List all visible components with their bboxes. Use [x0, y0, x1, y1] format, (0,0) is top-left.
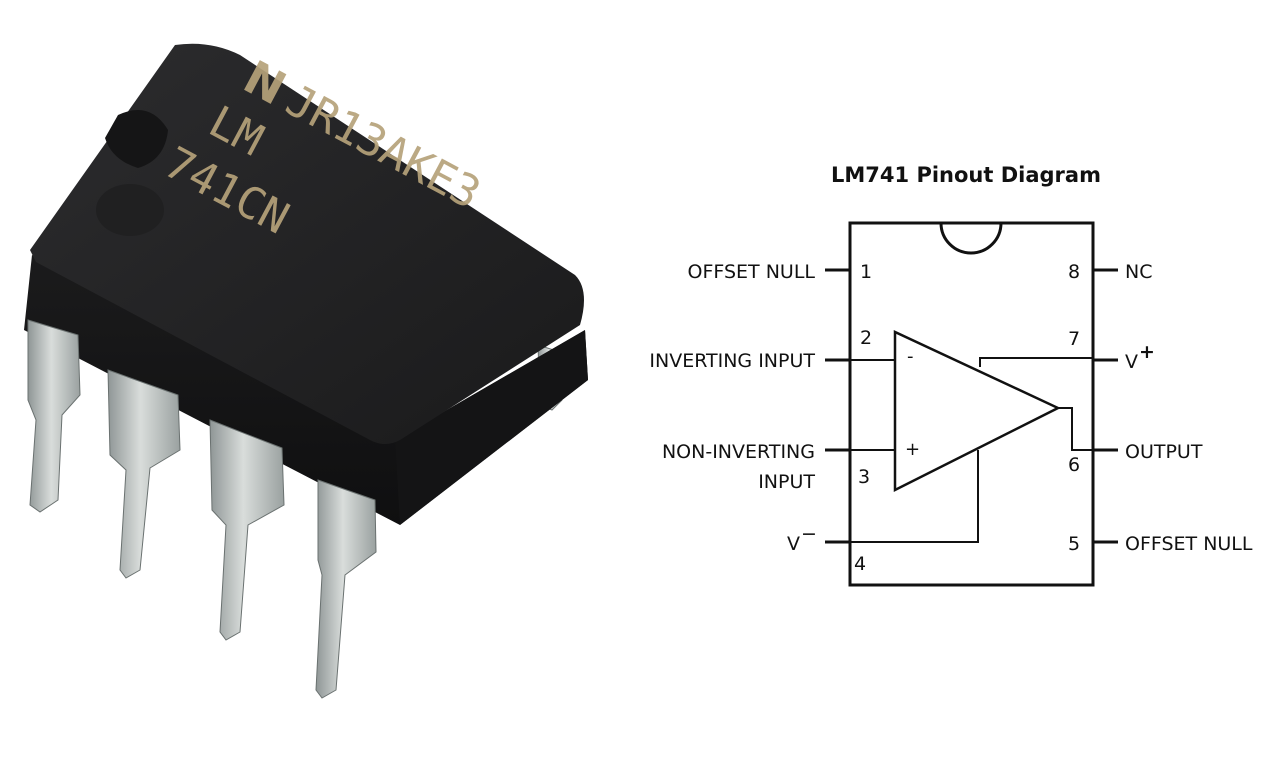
wire-vplus [979, 357, 1093, 367]
pin-label-3-line-2: INPUT [758, 471, 815, 493]
front-pin-1 [27, 319, 81, 513]
pin-number-3: 3 [858, 466, 870, 488]
pin-label-1: OFFSET NULL [688, 261, 816, 283]
pin-label-5: OFFSET NULL [1125, 533, 1253, 555]
pin-label-2: INVERTING INPUT [649, 350, 815, 372]
front-pins [27, 319, 377, 699]
diagram-title: LM741 Pinout Diagram [831, 163, 1101, 187]
pin-number-7: 7 [1068, 328, 1080, 350]
pin1-dimple [96, 184, 164, 236]
pin-number-4: 4 [854, 553, 866, 575]
pin-label-7-superscript: + [1139, 341, 1155, 363]
front-pin-3 [209, 419, 285, 641]
pin-number-1: 1 [860, 261, 872, 283]
package-outline [848, 221, 1095, 587]
pinout-diagram: LM741 Pinout Diagram - + 1 2 3 4 8 7 6 5 [649, 163, 1253, 587]
pin-number-6: 6 [1068, 454, 1080, 476]
wire-output [1058, 407, 1093, 451]
pin-label-4-superscript: − [801, 523, 817, 545]
pin-label-3-line-1: NON-INVERTING [662, 441, 815, 463]
ic-photo: N JR13AKE3 LM 741CN [24, 43, 588, 699]
wire-vminus [850, 450, 979, 543]
pin-number-5: 5 [1068, 533, 1080, 555]
pin-number-8: 8 [1068, 261, 1080, 283]
opamp-noninverting-sign: + [905, 439, 920, 460]
chip-top-face [30, 43, 584, 444]
pin-label-8: NC [1125, 261, 1152, 283]
chip-side-face [395, 330, 588, 525]
pin-number-2: 2 [860, 327, 872, 349]
opamp-triangle [893, 330, 1061, 493]
chip-notch [105, 110, 168, 168]
front-pin-2 [107, 369, 181, 579]
front-pin-4 [315, 479, 377, 699]
pin-label-6: OUTPUT [1125, 441, 1203, 463]
package-notch [939, 222, 1003, 255]
opamp-inverting-sign: - [907, 346, 914, 367]
pin-label-4: V [787, 533, 800, 555]
pin-label-7: V [1125, 351, 1138, 373]
